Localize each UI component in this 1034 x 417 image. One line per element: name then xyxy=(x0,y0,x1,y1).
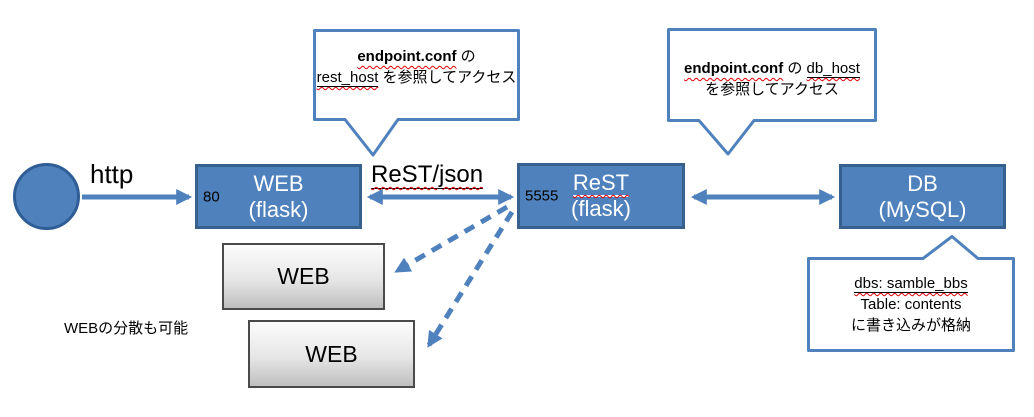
rest-node: 5555 ReST (flask) xyxy=(517,163,685,229)
callout-db-detail-text: dbs: samble_bbs Table: contents に書き込みが格納 xyxy=(807,273,1015,336)
callout-particle: の xyxy=(456,48,476,65)
callout-rest-host-text: endpoint.conf の rest_host を参照してアクセス xyxy=(313,46,520,88)
web-node: 80 WEB (flask) xyxy=(195,164,362,229)
callout-db-detail-bubble xyxy=(807,235,1015,352)
web-replica-2: WEB xyxy=(248,320,415,388)
db-node-subtitle: (MySQL) xyxy=(878,196,967,222)
web-node-title: WEB xyxy=(253,170,304,196)
web-replica-1: WEB xyxy=(222,243,385,310)
rest-node-subtitle: (flask) xyxy=(571,196,631,221)
rest-host-key: rest_host xyxy=(316,69,379,87)
table-name-line: Table: contents xyxy=(860,296,962,313)
endpoint-conf-ref: endpoint.conf xyxy=(684,60,784,77)
db-host-key: db_host xyxy=(806,60,860,78)
callout-particle: の xyxy=(783,60,807,77)
rest-node-title: ReST xyxy=(572,170,630,197)
rest-json-label: ReST/json xyxy=(371,161,484,189)
db-node-title: DB xyxy=(907,170,938,196)
web-port-label: 80 xyxy=(203,188,220,205)
callout-db-host-text: endpoint.conf の db_host を参照してアクセス xyxy=(667,58,877,100)
web-node-subtitle: (flask) xyxy=(248,196,309,222)
callout-suffix: を参照してアクセス xyxy=(705,81,839,98)
endpoint-conf-ref: endpoint.conf xyxy=(357,48,457,65)
rest-port-label: 5555 xyxy=(525,187,559,205)
storage-note-line: に書き込みが格納 xyxy=(850,317,971,334)
web-scaling-note: WEBの分散も可能 xyxy=(64,320,189,337)
callout-suffix: を参照してアクセス xyxy=(378,69,517,86)
callout-db-host-bubble xyxy=(667,28,877,156)
client-node xyxy=(13,163,80,230)
web-replica-2-label: WEB xyxy=(305,340,358,367)
db-node: DB (MySQL) xyxy=(839,164,1006,229)
http-label: http xyxy=(90,159,134,189)
callout-rest-host-bubble xyxy=(313,29,520,157)
rest-web-replica2-dashed-arrow xyxy=(426,210,515,348)
web-replica-1-label: WEB xyxy=(277,263,330,289)
rest-web-replica1-dashed-arrow xyxy=(394,204,509,274)
dbs-name-line: dbs: samble_bbs xyxy=(854,275,968,293)
